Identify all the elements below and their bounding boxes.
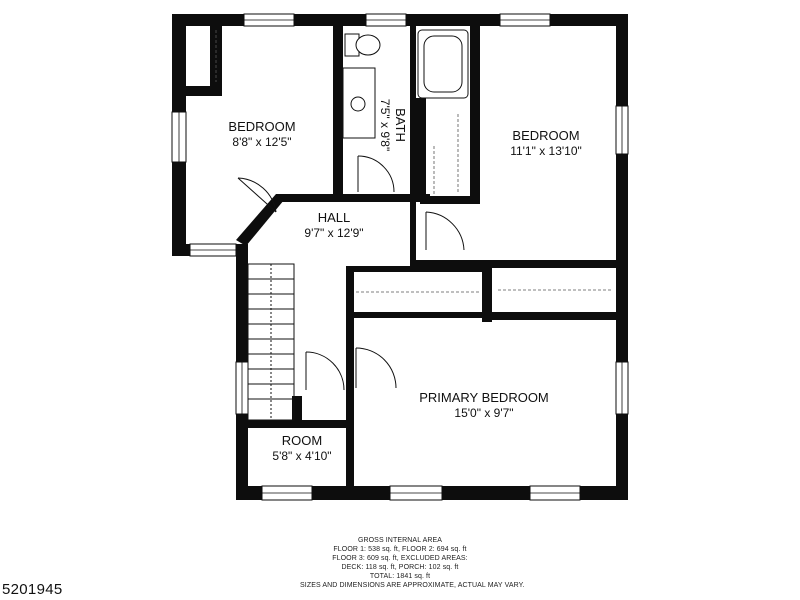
stairs <box>247 263 295 421</box>
linen-closets <box>433 114 459 194</box>
bath-name: BATH <box>393 108 408 142</box>
room-dimensions: 5'8" x 4'10" <box>272 449 331 463</box>
footnote-line: DECK: 118 sq. ft, PORCH: 102 sq. ft <box>341 564 459 572</box>
bedroom-right-dimensions: 11'1" x 13'10" <box>510 144 582 158</box>
footnote-line: SIZES AND DIMENSIONS ARE APPROXIMATE, AC… <box>300 582 525 590</box>
listing-id: 5201945 <box>2 581 63 598</box>
bath-dimensions: 7'5" x 9'8" <box>378 99 392 151</box>
bath-fixtures <box>342 29 469 139</box>
room-name: ROOM <box>282 433 322 448</box>
footnote-line: FLOOR 1: 538 sq. ft, FLOOR 2: 694 sq. ft <box>333 546 467 554</box>
interior-walls <box>186 26 616 490</box>
hall-dimensions: 9'7" x 12'9" <box>304 226 363 240</box>
bedroom-right-name: BEDROOM <box>512 128 579 143</box>
footnote-line: FLOOR 3: 609 sq. ft, EXCLUDED AREAS: <box>332 555 468 563</box>
footnote-line: TOTAL: 1841 sq. ft <box>369 573 431 581</box>
footnote-line: GROSS INTERNAL AREA <box>357 537 443 544</box>
bedroom-left-name: BEDROOM <box>228 119 295 134</box>
hall-closet <box>356 289 612 293</box>
primary-bedroom-name: PRIMARY BEDROOM <box>419 390 549 405</box>
hall-name: HALL <box>318 210 351 225</box>
bedroom-left-dimensions: 8'8" x 12'5" <box>232 135 291 149</box>
area-footnotes: GROSS INTERNAL AREA FLOOR 1: 538 sq. ft,… <box>300 536 525 591</box>
room-labels: BEDROOM 8'8" x 12'5" BATH 7'5" x 9'8" BE… <box>228 99 581 463</box>
primary-bedroom-dimensions: 15'0" x 9'7" <box>454 406 513 420</box>
doors <box>237 155 465 391</box>
